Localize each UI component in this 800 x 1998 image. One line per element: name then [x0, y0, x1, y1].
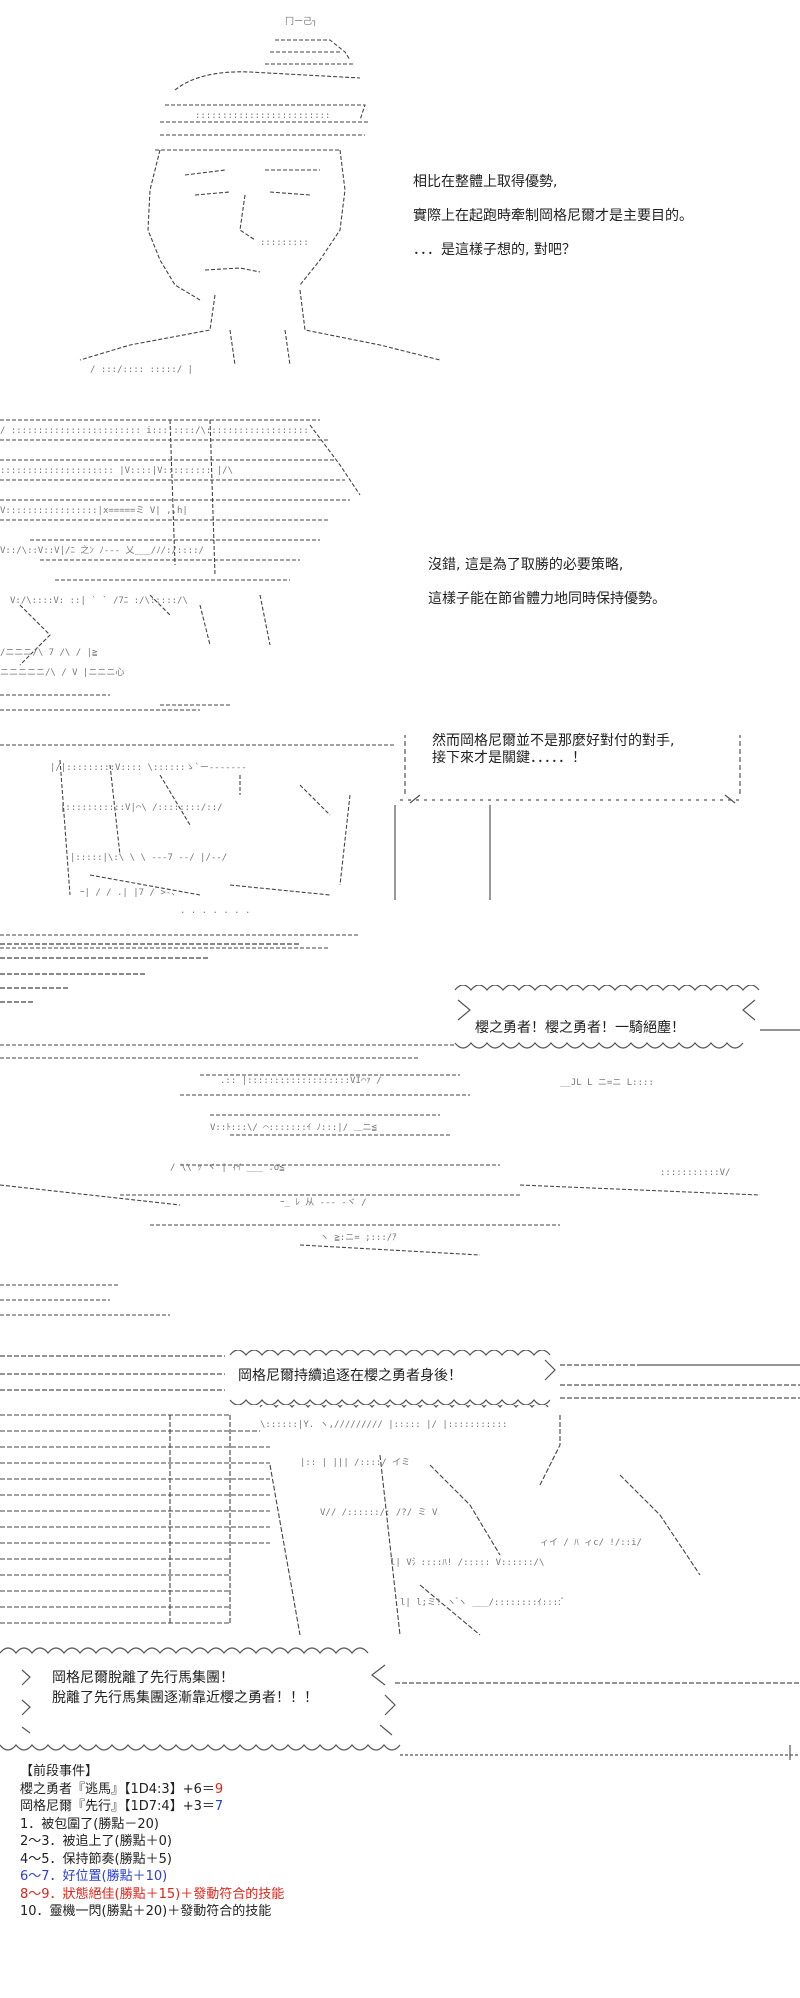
svg-text:|:::::|\:\ \ \ ---7: |:::::|\:\ \ \ ---7 --/ |/--/ [70, 853, 227, 863]
shout-text: 岡格尼爾持續追逐在櫻之勇者身後！ [238, 1368, 462, 1384]
shout-scene5: 岡格尼爾持續追逐在櫻之勇者身後！ [238, 1365, 462, 1385]
roll-row: 岡格尼爾『先行』【1D7:4】+3＝7 [20, 1798, 284, 1816]
separator-lines [0, 936, 800, 1016]
event-table: 【前段事件】 櫻之勇者『逃馬』【1D4:3】+6＝9 岡格尼爾『先行』【1D7:… [20, 1763, 284, 1921]
dialogue-line: 實際上在起跑時牽制岡格尼爾才是主要目的。 [413, 208, 693, 224]
dialogue-line: 沒錯, 這是為了取勝的必要策略, [428, 557, 624, 573]
svg-text:/ニニニ/\ 7 /\ / |≧: /ニニニ/\ 7 /\ / |≧ [0, 648, 98, 658]
event-item: 2～3．被追上了(勝點＋0) [20, 1834, 172, 1849]
dialogue-line: 這樣子能在節省體力地同時保持優勢。 [428, 591, 666, 607]
svg-text::::::::::: ::::::::: [260, 238, 309, 248]
svg-text:ィイ / ﾊ ィc/ !/::i/: ィイ / ﾊ ィc/ !/::i/ [540, 1538, 642, 1548]
svg-text:/ :::/:::: :::::/ |: / :::/:::: :::::/ | [90, 365, 193, 375]
dialogue-scene3: 然而岡格尼爾並不是那麼好對付的對手, 接下來才是關鍵．．．．．！ [432, 733, 674, 767]
event-item-highlight-red: 8～9．狀態絕佳(勝點＋15)＋發動符合的技能 [20, 1886, 285, 1902]
ascii-art-shout-box-2 [0, 1645, 800, 1760]
svg-text:.:: |:::::::::::::::::::VI⌒ｧ: .:: |:::::::::::::::::::VI⌒ｧ / [220, 1076, 382, 1086]
events-header: 【前段事件】 [20, 1764, 99, 1779]
roll-label: 岡格尼爾『先行』【1D7:4】+3＝ [20, 1799, 215, 1814]
event-item: 10．靈機一閃(勝點＋20)＋發動符合的技能 [20, 1904, 272, 1919]
dialogue-line: 相比在整體上取得優勢, [413, 174, 558, 190]
svg-text:|:::::::::::V|⌒\: |:::::::::::V|⌒\ /::::::::/::/ [60, 803, 223, 813]
svg-text:__JL L ニ=ニ L::::: __JL L ニ=ニ L:::: [560, 1078, 654, 1088]
roll-label: 櫻之勇者『逃馬』【1D4:3】+6＝ [20, 1781, 215, 1797]
ascii-art-portrait: 冂ー己┐ ::::::::::::::::::::::::: :::::::::… [0, 0, 800, 380]
svg-text:/ ::::::::::::::::::::::::: / :::::::::::::::::::::::: i::::::::/\::… [0, 426, 309, 436]
svg-text:l| V氵::::ﾊ! /::::: V::::: l| V氵::::ﾊ! /::::: V::::::/\ [390, 1557, 544, 1568]
svg-text:ニニニニニ/\ / V |ニニニ心: ニニニニニ/\ / V |ニニニ心 [0, 667, 124, 678]
svg-text:/ \\ ｯ ヾ | ｨｲ __: / \\ ｯ ヾ | ｨｲ ___ .o≦ [170, 1163, 285, 1173]
dialogue-scene6: 岡格尼爾脫離了先行馬集團！ 脫離了先行馬集團逐漸靠近櫻之勇者！！！ [52, 1668, 318, 1708]
event-item: 4～5．保持節奏(勝點＋5) [20, 1851, 172, 1867]
dialogue-line: 岡格尼爾脫離了先行馬集團！ [52, 1670, 234, 1686]
svg-text:ヽ ≧:ニ= ;:::/ｱ: ヽ ≧:ニ= ;:::/ｱ [320, 1233, 397, 1243]
svg-text:V// /::::::/: /?/ ミ: V// /::::::/: /?/ ミ V [320, 1508, 438, 1518]
roll-value: 9 [214, 1781, 224, 1797]
shout-scene4: 櫻之勇者！櫻之勇者！一騎絕塵！ [475, 1017, 685, 1037]
event-item: 1．被包圍了(勝點－20) [20, 1816, 159, 1832]
svg-text::::::::::::::::::::::::::: ::::::::::::::::::::::::: [195, 111, 330, 121]
shout-text: 櫻之勇者！櫻之勇者！一騎絕塵！ [475, 1020, 685, 1036]
svg-text:|:: | ||| /::::/ イミ: |:: | ||| /::::/ イミ [300, 1458, 410, 1468]
svg-text::::::::::::V/: :::::::::::V/ [660, 1168, 730, 1178]
svg-text:V:/\::::V: ::| ` ` /7ﾆ :/\: V:/\::::V: ::| ` ` /7ﾆ :/\:::::/\ [10, 595, 188, 606]
svg-text:V::/\::V::V|/ﾆ 之ﾝ ﾉ--- 乂___: V::/\::V::V|/ﾆ 之ﾝ ﾉ--- 乂___/ﾉ/:/::::/ [0, 544, 204, 556]
svg-text:\::::::|Y. ヽ,///////// |:::::: \::::::|Y. ヽ,///////// |::::: |/ |::::::… [260, 1420, 507, 1430]
svg-text:ｰ| / / .| |7: ｰ| / / .| |7 / >-、 [80, 888, 180, 898]
roll-row: 櫻之勇者『逃馬』【1D4:3】+6＝9 [20, 1781, 284, 1799]
svg-text:|/|:::::::::V:::: \::::::ゝ`ー-: |/|:::::::::V:::: \::::::ゝ`ー------- [50, 762, 247, 773]
ascii-art-stands-horses: \::::::|Y. ヽ,///////// |::::: |/ |::::::… [0, 1405, 800, 1645]
ascii-art-race-crowd: .:: |:::::::::::::::::::VI⌒ｧ / V::ﾄ:::\/… [0, 985, 800, 1350]
svg-text:::::::::::::::::::::: |V::::|V: ::::::::::::::::::::: |V::::|V::::::::: … [0, 466, 233, 476]
event-item-highlight-blue: 6～7．好位置(勝點＋10) [20, 1869, 168, 1884]
dialogue-line: 接下來才是關鍵．．．．．！ [432, 750, 586, 766]
svg-text:ｰ_ ﾚ 从 --- -ヾ /: ｰ_ ﾚ 从 --- -ヾ / [280, 1197, 367, 1208]
svg-text:冂ー己┐: 冂ー己┐ [285, 16, 317, 27]
dialogue-line: ．．．是這樣子想的, 對吧？ [413, 242, 576, 258]
ascii-art-figure-back: / :::::::::::::::::::::::: i::::::::/\::… [0, 405, 800, 735]
ascii-art-figure-lower: |/|:::::::::V:::: \::::::ゝ`ー------- |:::… [0, 735, 800, 955]
dialogue-line: 然而岡格尼爾並不是那麼好對付的對手, [432, 733, 675, 749]
svg-text:V:::::::::::::::::|x=====ミ V|: V:::::::::::::::::|x=====ミ V| ,,h| [0, 506, 188, 516]
dialogue-scene2: 沒錯, 這是為了取勝的必要策略, 這樣子能在節省體力地同時保持優勢。 [428, 555, 666, 623]
dialogue-line: 脫離了先行馬集團逐漸靠近櫻之勇者！！！ [52, 1690, 318, 1706]
dialogue-scene1: 相比在整體上取得優勢, 實際上在起跑時牽制岡格尼爾才是主要目的。 ．．．是這樣子… [413, 172, 693, 274]
svg-text:V::ﾄ:::\/ ⌒:::::::ｲ ﾉ:::|/ ＿ニ: V::ﾄ:::\/ ⌒:::::::ｲ ﾉ:::|/ ＿ニ≦ [210, 1123, 378, 1133]
svg-text:l| l;ミ! ヽ ゙ヽ ___/::::::::ｲ:: l| l;ミ! ヽ ゙ヽ ___/::::::::ｲ::::ﾞ [400, 1597, 565, 1608]
svg-text:. . . . . . .: . . . . . . . [180, 906, 250, 916]
roll-value: 7 [214, 1799, 224, 1814]
